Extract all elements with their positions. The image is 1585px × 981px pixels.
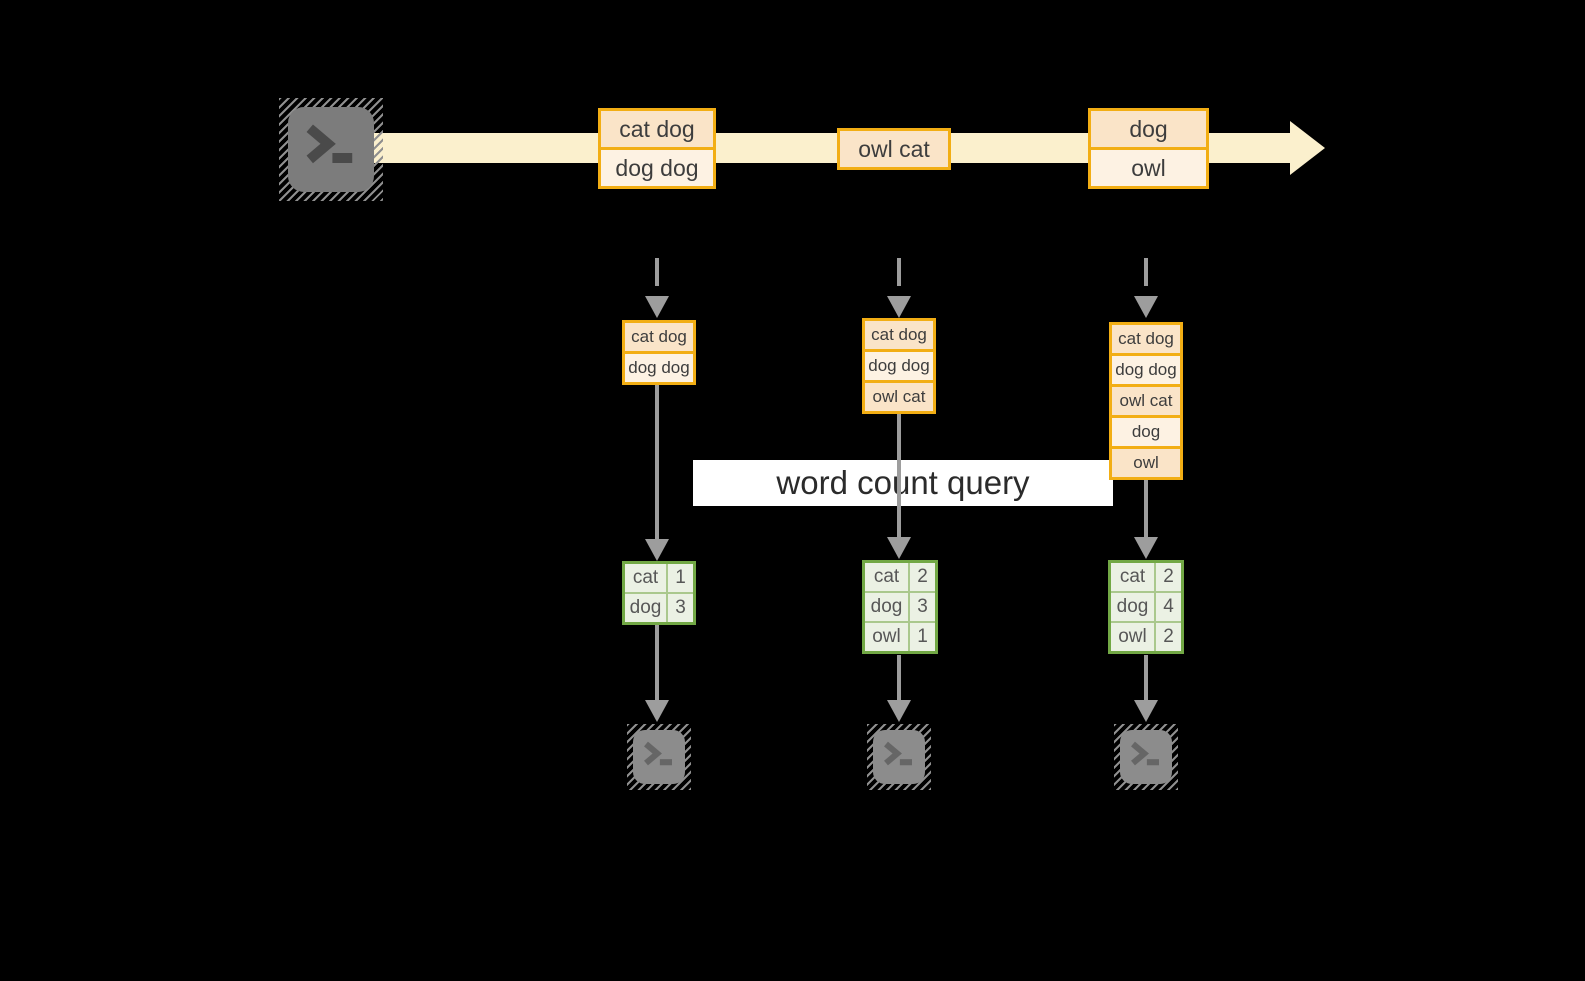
buffer-line: owl cat — [865, 380, 933, 411]
stream-arrow-head — [1290, 121, 1325, 175]
flow-arrow-head — [645, 700, 669, 722]
event-line: cat dog — [601, 111, 713, 147]
flow-arrow-head — [887, 537, 911, 559]
count-table-3: cat 2 dog 4 owl 2 — [1108, 560, 1184, 654]
count-word: dog — [1111, 593, 1154, 621]
query-label: word count query — [693, 460, 1113, 506]
flow-arrow-head — [887, 700, 911, 722]
count-value: 3 — [910, 593, 935, 621]
event-line: dog — [1091, 111, 1206, 147]
terminal-icon — [1114, 724, 1178, 790]
terminal-body — [288, 107, 374, 192]
terminal-body — [633, 730, 685, 784]
flow-arrow — [1144, 480, 1148, 538]
dashed-arrow-head — [1134, 296, 1158, 318]
count-table-2: cat 2 dog 3 owl 1 — [862, 560, 938, 654]
count-value: 2 — [1156, 623, 1181, 651]
count-word: dog — [865, 593, 908, 621]
buffer-line: cat dog — [625, 323, 693, 351]
prompt-icon — [1131, 741, 1159, 766]
buffer-line: dog dog — [625, 351, 693, 382]
count-word: cat — [1111, 563, 1154, 591]
flow-arrow-head — [1134, 537, 1158, 559]
buffer-line: owl — [1112, 446, 1180, 477]
terminal-icon — [867, 724, 931, 790]
buffer-stack-3: cat dog dog dog owl cat dog owl — [1109, 322, 1183, 480]
dashed-arrow — [655, 258, 659, 286]
buffer-line: owl cat — [1112, 384, 1180, 415]
terminal-icon — [279, 98, 383, 201]
buffer-stack-2: cat dog dog dog owl cat — [862, 318, 936, 414]
prompt-icon — [306, 124, 353, 164]
flow-arrow — [655, 625, 659, 701]
count-value: 2 — [1156, 563, 1181, 591]
stream-event-box-2: owl cat — [837, 128, 951, 170]
count-value: 1 — [668, 564, 693, 592]
count-table-1: cat 1 dog 3 — [622, 561, 696, 625]
dashed-arrow — [1144, 258, 1148, 286]
terminal-icon — [627, 724, 691, 790]
prompt-icon — [644, 741, 672, 766]
count-word: dog — [625, 594, 666, 622]
dashed-arrow-head — [887, 296, 911, 318]
buffer-line: dog dog — [1112, 353, 1180, 384]
flow-arrow — [1144, 655, 1148, 701]
buffer-line: cat dog — [865, 321, 933, 349]
flow-arrow-head — [1134, 700, 1158, 722]
stream-event-box-1: cat dog dog dog — [598, 108, 716, 189]
flow-arrow — [897, 655, 901, 701]
count-word: owl — [1111, 623, 1154, 651]
count-word: owl — [865, 623, 908, 651]
event-line: dog dog — [601, 147, 713, 186]
count-value: 2 — [910, 563, 935, 591]
terminal-body — [873, 730, 925, 784]
buffer-line: dog — [1112, 415, 1180, 446]
count-value: 3 — [668, 594, 693, 622]
count-value: 4 — [1156, 593, 1181, 621]
flow-arrow — [897, 414, 901, 538]
buffer-stack-1: cat dog dog dog — [622, 320, 696, 385]
flow-arrow-head — [645, 539, 669, 561]
event-line: owl — [1091, 147, 1206, 186]
count-word: cat — [865, 563, 908, 591]
terminal-body — [1120, 730, 1172, 784]
prompt-icon — [884, 741, 912, 766]
dashed-arrow-head — [645, 296, 669, 318]
stream-event-box-3: dog owl — [1088, 108, 1209, 189]
count-value: 1 — [910, 623, 935, 651]
dashed-arrow — [897, 258, 901, 286]
count-word: cat — [625, 564, 666, 592]
flow-arrow — [655, 385, 659, 540]
event-line: owl cat — [840, 131, 948, 167]
buffer-line: dog dog — [865, 349, 933, 380]
buffer-line: cat dog — [1112, 325, 1180, 353]
